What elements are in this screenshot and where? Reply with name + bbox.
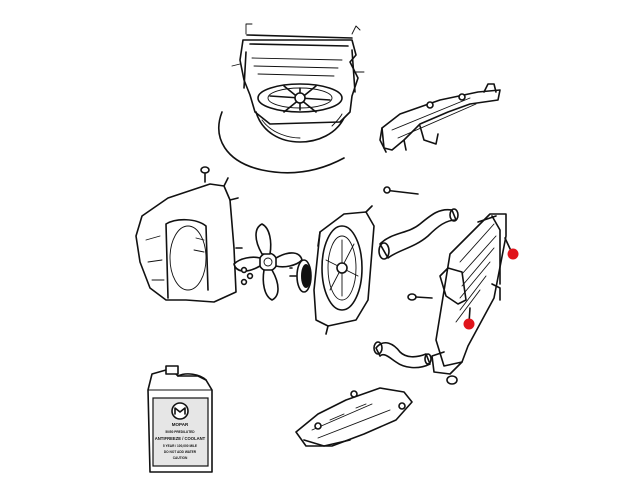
jug-label-line-4: DO NOT ADD WATER xyxy=(164,450,197,454)
coolant-jug: MOPAR 50/50 PREDILUTED ANTIFREEZE / COOL… xyxy=(147,365,213,473)
fan-clutch xyxy=(289,259,312,293)
long-bolt xyxy=(383,186,419,195)
radiator xyxy=(431,213,507,385)
jug-label-line-5: CAUTION xyxy=(173,456,188,460)
jug-brand-text: MOPAR xyxy=(172,422,189,427)
electric-fan-assembly xyxy=(313,205,375,335)
fan-shroud-assembly-detail xyxy=(231,23,365,143)
jug-label-line-3: 5 YEAR / 100,000 MILE xyxy=(163,444,197,448)
radiator-bolt xyxy=(407,293,433,301)
fan-blade xyxy=(233,223,303,301)
lower-splash-shield xyxy=(295,387,413,447)
mounting-screw xyxy=(200,166,210,183)
radiator-lower-marker xyxy=(463,307,475,330)
detail-callout-arc xyxy=(218,111,345,174)
lower-radiator-hose xyxy=(373,341,432,369)
fan-shroud xyxy=(135,177,243,303)
jug-label-line-1: 50/50 PREDILUTED xyxy=(165,430,195,434)
jug-label-line-2: ANTIFREEZE / COOLANT xyxy=(155,436,206,441)
radiator-upper-support xyxy=(379,83,501,153)
radiator-upper-marker xyxy=(504,237,519,260)
upper-radiator-hose xyxy=(378,208,459,260)
